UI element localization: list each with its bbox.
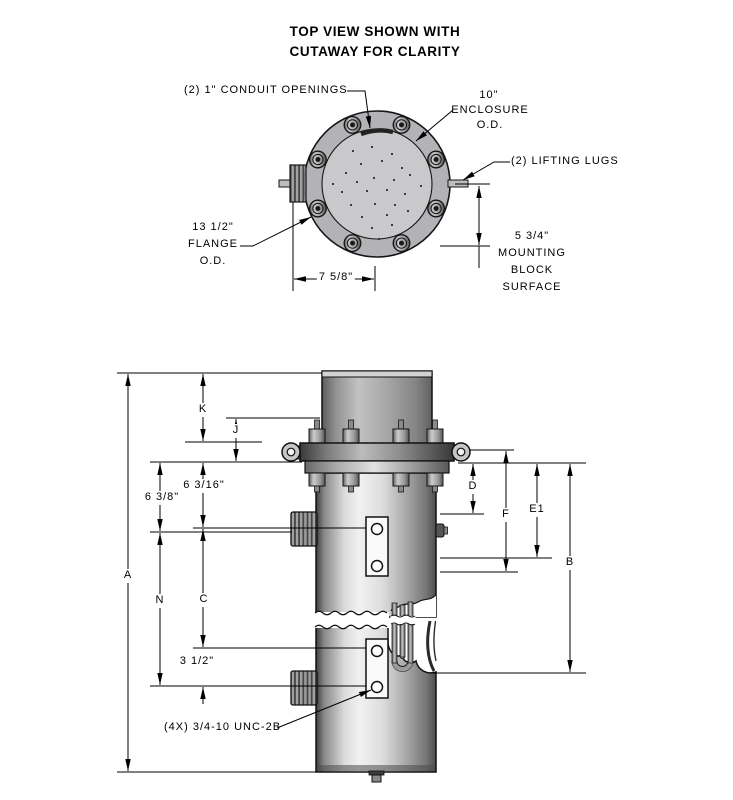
flange-top-plate [299, 442, 455, 462]
drain-plug [368, 770, 385, 783]
flange-studs-bottom [308, 472, 444, 493]
enclosure-face [321, 128, 433, 240]
enclosure-od-label-3: O.D. [476, 119, 504, 131]
lifting-lugs-label: (2) LIFTING LUGS [511, 155, 619, 167]
flange-od-label-2: FLANGE [187, 238, 239, 250]
dim-K: K [196, 403, 210, 417]
mounting-block-label-2: MOUNTING [498, 247, 566, 259]
mounting-block-label-1: 5 3/4" [514, 230, 550, 242]
enclosure-pipe [321, 370, 433, 445]
dim-C: C [197, 593, 211, 607]
dim-3-1-2: 3 1/2" [177, 655, 217, 669]
dim-E1: E1 [527, 503, 547, 517]
break-line-top [314, 610, 388, 616]
dim-A: A [121, 569, 135, 583]
conduit-fitting-lower [290, 670, 318, 706]
dim-N: N [153, 594, 167, 608]
mounting-block-label-3: BLOCK [510, 264, 554, 276]
left-lug-pin [278, 179, 292, 188]
drawing-title-line2: CUTAWAY FOR CLARITY [289, 44, 461, 59]
side-view-drawing [117, 370, 586, 783]
dim-6-3-16: 6 3/16" [181, 479, 227, 493]
flange-bolts [308, 115, 446, 253]
flange-lower-plate [304, 460, 450, 474]
top-view-drawing [240, 90, 510, 291]
dim-B: B [563, 556, 577, 570]
conduit-opening-slot [360, 128, 394, 137]
element-terminal-dots [332, 146, 422, 240]
dim-6-3-8: 6 3/8" [142, 491, 182, 505]
flange-od-label-1: 13 1/2" [192, 221, 234, 233]
conduit-fitting-upper [290, 511, 318, 547]
heating-elements [391, 601, 414, 672]
conduit-hub-top-view [289, 164, 307, 203]
mounting-block-upper [365, 516, 389, 577]
mounting-block-label-4: SURFACE [502, 281, 562, 293]
dim-D: D [466, 480, 480, 494]
lifting-lug-left [281, 442, 301, 462]
enclosure-od-label-2: ENCLOSURE [451, 104, 529, 116]
conduit-openings-label: (2) 1" CONDUIT OPENINGS [184, 84, 348, 96]
enclosure-od-label-1: 10" [479, 89, 499, 101]
flange-od-label-3: O.D. [199, 255, 227, 267]
dim-J: J [230, 424, 242, 438]
side-plug [435, 523, 445, 538]
flange-studs-top [308, 419, 444, 444]
drawing-title-line1: TOP VIEW SHOWN WITH [289, 24, 461, 39]
dim-7-5-8: 7 5/8" [316, 271, 356, 285]
cut-wall-sliver [426, 620, 436, 672]
thread-spec-label: (4X) 3/4-10 UNC-2B [164, 721, 282, 733]
lifting-lug-right [451, 442, 471, 462]
mounting-block-lower [365, 638, 389, 699]
dim-F: F [500, 508, 512, 522]
break-line-bottom [314, 624, 388, 630]
